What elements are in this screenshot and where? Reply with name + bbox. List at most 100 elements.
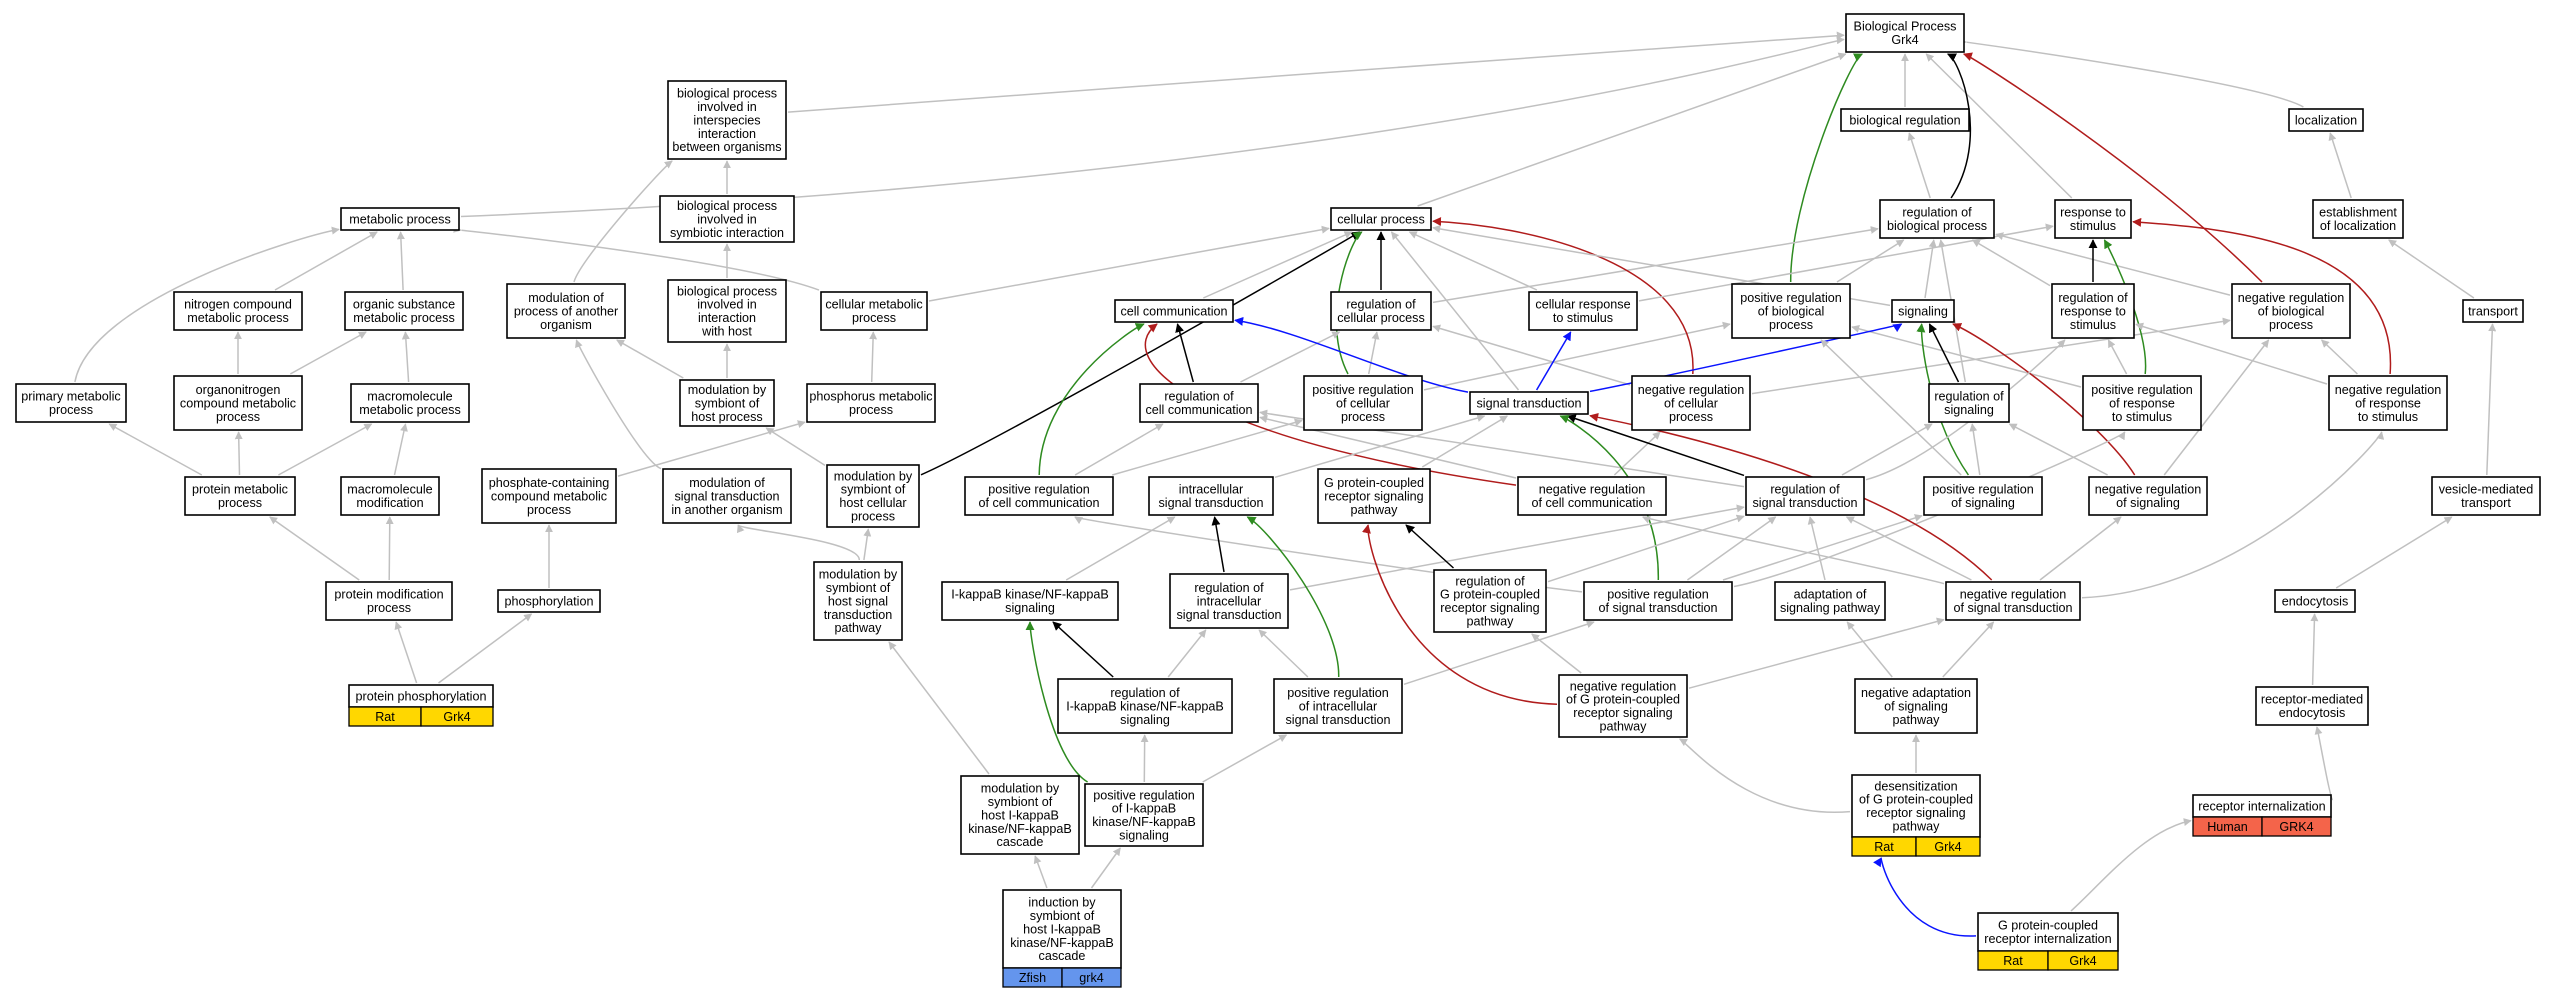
term-node-sigtrans[interactable]: signal transduction: [1469, 391, 1589, 415]
edge-sigtrans-to-signaling: [1589, 323, 1903, 393]
term-box: [2255, 686, 2369, 726]
term-node-bioreg[interactable]: biological regulation: [1840, 108, 1970, 132]
term-label-line: negative regulation: [2335, 383, 2441, 397]
edge-negbio-to-regbio: [1995, 232, 2231, 296]
term-box: [679, 379, 775, 427]
term-node-endocytosis[interactable]: endocytosis: [2274, 589, 2356, 613]
edge-posintra-to-intracell: [1246, 516, 1340, 678]
term-box: [340, 476, 440, 516]
edge-negsigtrans-to-negsig: [2039, 516, 2122, 581]
term-label-line: endocytosis: [2279, 706, 2346, 720]
term-label-line: transport: [2468, 304, 2518, 318]
term-node-transport[interactable]: transport: [2462, 299, 2524, 323]
edge-protmod-to-protmetab: [269, 516, 360, 581]
term-box: [667, 279, 787, 343]
term-node-signaling[interactable]: signaling: [1891, 299, 1955, 323]
term-label-line: kinase/NF-kappaB: [968, 822, 1072, 836]
term-box: [1169, 573, 1289, 629]
term-label-line: protein modification: [334, 588, 443, 602]
edge-phoscompound-to-phosmetab: [617, 420, 806, 477]
edge-possigtrans-to-sigtrans: [1559, 414, 1660, 581]
term-label-line: of signal transduction: [1598, 601, 1717, 615]
edge-regcellcomm-to-cellcomm: [1175, 323, 1195, 383]
term-node-regikb[interactable]: regulation ofI-kappaB kinase/NF-kappaBsi…: [1057, 678, 1233, 734]
edge-neggpcr-to-gpcr: [1362, 524, 1558, 705]
term-node-cellular[interactable]: cellular process: [1330, 207, 1432, 231]
term-label-line: kinase/NF-kappaB: [1010, 936, 1114, 950]
term-node-phosphorylation[interactable]: phosphorylation: [497, 589, 601, 613]
term-node-cellcomm[interactable]: cell communication: [1114, 299, 1234, 323]
term-label-line: regulation of: [1455, 574, 1525, 588]
term-node-metabolic[interactable]: metabolic process: [340, 207, 460, 231]
term-label-line: negative regulation: [1539, 483, 1645, 497]
term-label-line: interaction: [698, 127, 756, 141]
term-box: [1433, 569, 1547, 633]
term-label-line: symbiont of: [695, 396, 760, 410]
edge-negsig-to-signaling: [1952, 323, 2136, 476]
term-label-line: of biological: [2258, 304, 2325, 318]
term-box: [344, 291, 464, 331]
term-node-localization[interactable]: localization: [2288, 108, 2364, 132]
term-box: [2054, 199, 2132, 239]
